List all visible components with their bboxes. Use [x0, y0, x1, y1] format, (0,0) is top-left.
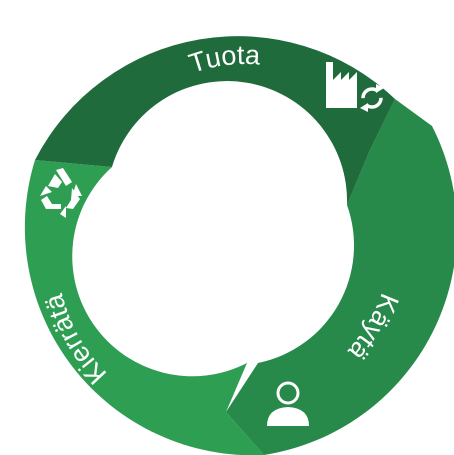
recycle-icon — [40, 168, 82, 218]
segment-kayta-shape — [226, 99, 454, 455]
user-icon — [267, 381, 309, 426]
segment-kayta — [226, 99, 454, 455]
segment-kierrata-shape — [24, 160, 264, 455]
segment-tuota — [35, 36, 395, 206]
segment-kierrata — [24, 160, 264, 455]
segment-tuota-shape — [35, 36, 395, 206]
factory-recycle-icon — [326, 62, 384, 112]
